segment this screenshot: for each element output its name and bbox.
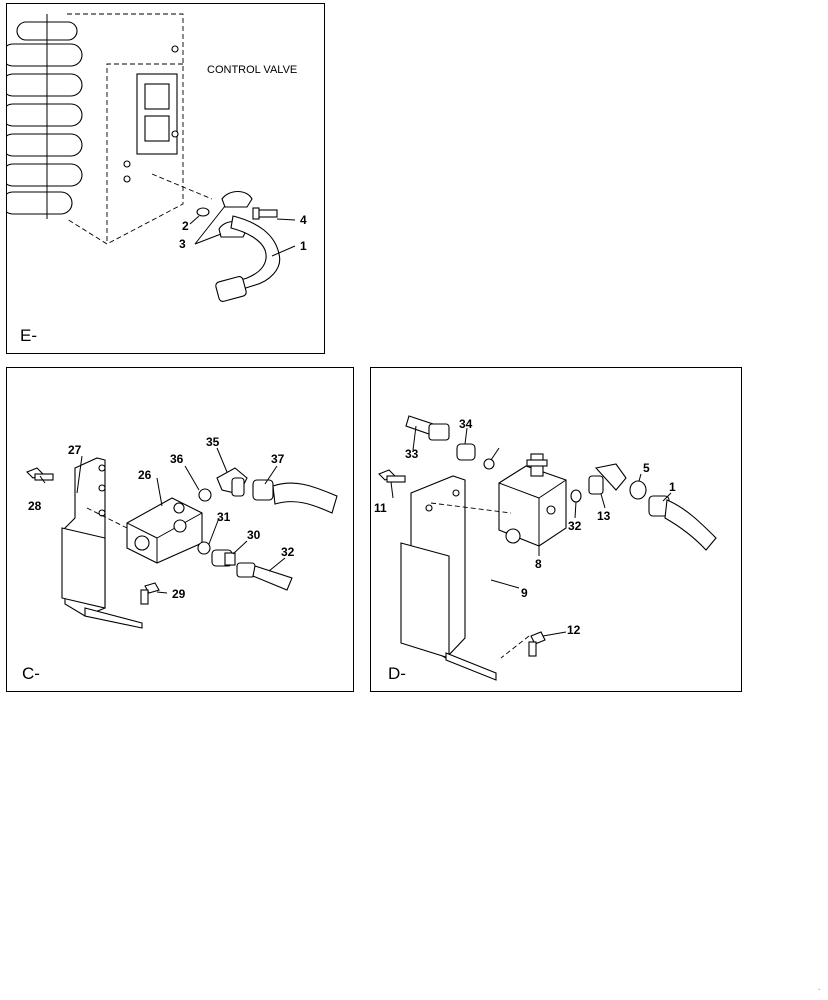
bracket-valve-diagram-c: 27 28 26 36 35 37 31 30 32 29 [26, 435, 338, 629]
panel-d: 33 34 11 5 1 32 13 8 9 12 D- [370, 367, 742, 692]
fitting-30 [211, 549, 236, 567]
bracket-valve-diagram-d: 33 34 11 5 1 32 13 8 9 12 [374, 415, 717, 681]
bolt-4 [252, 207, 278, 220]
o-ring-31 [197, 541, 211, 555]
callout-33: 34 [459, 417, 473, 431]
o-ring-13 [570, 489, 582, 503]
callout-12: 13 [597, 509, 611, 523]
control-valve-diagram: 2 3 4 1 CONTROL VALVE [7, 13, 307, 302]
hose-32 [236, 562, 293, 591]
callout-11: 12 [567, 623, 581, 637]
bracket-27 [61, 457, 143, 629]
pipe-1 [215, 215, 281, 302]
bracket-9 [400, 475, 497, 681]
panel-e-label: E- [20, 326, 37, 345]
hose-1 [648, 495, 717, 551]
panel-d-label: D- [388, 664, 406, 683]
valve-block-8 [498, 453, 567, 547]
hose-37 [252, 479, 338, 514]
o-ring-2 [196, 207, 210, 217]
panel-c: 27 28 26 36 35 37 31 30 32 29 C- [6, 367, 354, 692]
hose-32 [405, 415, 450, 441]
callout-13: 32 [568, 519, 582, 533]
control-valve-caption: CONTROL VALVE [207, 64, 297, 76]
callout-35: 35 [206, 435, 220, 449]
callout-27: 27 [68, 443, 82, 457]
callout-32: 32 [281, 545, 295, 559]
callout-29: 29 [172, 587, 186, 601]
elbow-fitting-12 [588, 463, 627, 495]
callout-1: 1 [669, 480, 676, 494]
o-ring-34 [483, 458, 495, 470]
panel-e: 2 3 4 1 CONTROL VALVE E- [6, 3, 325, 354]
callout-2: 2 [182, 219, 189, 233]
corner-mark: ` [818, 988, 821, 997]
valve-body-edge [106, 63, 183, 244]
callout-1: 1 [300, 239, 307, 253]
callout-30: 30 [247, 528, 261, 542]
bolt-11 [528, 631, 546, 657]
callout-4: 4 [300, 213, 307, 227]
panel-c-label: C- [22, 664, 40, 683]
bolt-28 [26, 467, 54, 481]
callout-28: 28 [28, 499, 42, 513]
elbow-fitting-35 [216, 467, 248, 497]
callout-5: 5 [643, 461, 650, 475]
callout-9: 9 [521, 586, 528, 600]
valve-body-outline [66, 13, 184, 245]
callout-37: 37 [271, 452, 285, 466]
cap-5 [629, 480, 647, 500]
valve-spools [7, 14, 83, 219]
fitting-33 [456, 443, 476, 461]
callout-8: 8 [535, 557, 542, 571]
callout-36: 36 [170, 452, 184, 466]
callout-32: 33 [405, 447, 419, 461]
bolt-29 [140, 582, 160, 605]
callout-26: 26 [138, 468, 152, 482]
callout-10: 11 [374, 501, 387, 515]
valve-block-26 [126, 497, 203, 564]
callout-3: 3 [179, 237, 186, 251]
callout-31: 31 [217, 510, 231, 524]
bolt-10 [378, 469, 406, 483]
port-plate [123, 45, 179, 183]
o-ring-36 [198, 488, 212, 502]
